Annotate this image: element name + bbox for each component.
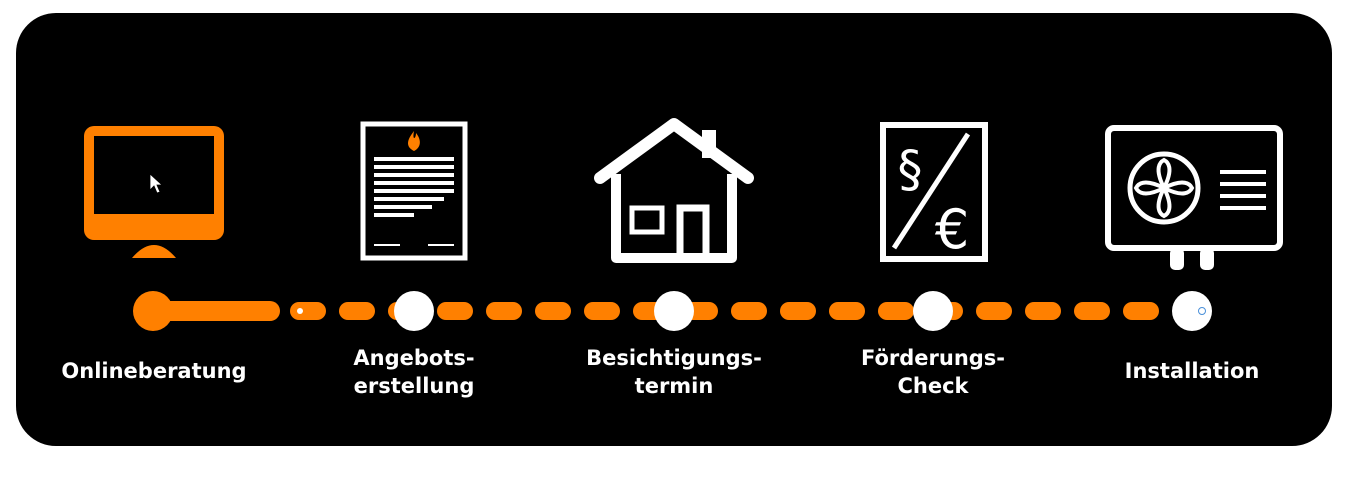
small-ring: [1198, 307, 1206, 315]
track-dash: [976, 302, 1012, 320]
track-dash: [486, 302, 522, 320]
paragraph-euro-icon: § €: [880, 122, 988, 262]
track-dash: [731, 302, 767, 320]
step-marker-installation[interactable]: [1172, 291, 1212, 331]
step-marker-foerderungs-check[interactable]: [913, 291, 953, 331]
heat-pump-icon: [1105, 125, 1283, 270]
svg-text:€: €: [935, 198, 969, 261]
step-marker-onlineberatung[interactable]: [133, 291, 173, 331]
step-label-foerderungs-check: Förderungs- Check: [860, 346, 1006, 398]
track-dash: [339, 302, 375, 320]
small-dot: [297, 308, 303, 314]
svg-text:§: §: [898, 140, 923, 198]
track-dash: [584, 302, 620, 320]
house-icon: [594, 118, 754, 263]
track-dash: [1025, 302, 1061, 320]
track-dash: [1123, 302, 1159, 320]
process-panel: [16, 13, 1332, 446]
step-marker-besichtigungstermin[interactable]: [654, 291, 694, 331]
step-label-onlineberatung: Onlineberatung: [61, 359, 247, 383]
step-label-angebotserstellung: Angebots- erstellung: [353, 346, 475, 398]
track-dash: [290, 302, 326, 320]
step-marker-angebotserstellung[interactable]: [394, 291, 434, 331]
track-dash: [829, 302, 865, 320]
monitor-icon: [84, 126, 224, 258]
step-label-installation: Installation: [1124, 359, 1260, 383]
track-dash: [437, 302, 473, 320]
document-icon: [360, 121, 468, 261]
track-dash: [535, 302, 571, 320]
progress-bar-fill: [150, 301, 280, 321]
track-dash: [1074, 302, 1110, 320]
track-dash: [878, 302, 914, 320]
track-dash: [780, 302, 816, 320]
step-label-besichtigungstermin: Besichtigungs- termin: [586, 346, 762, 398]
